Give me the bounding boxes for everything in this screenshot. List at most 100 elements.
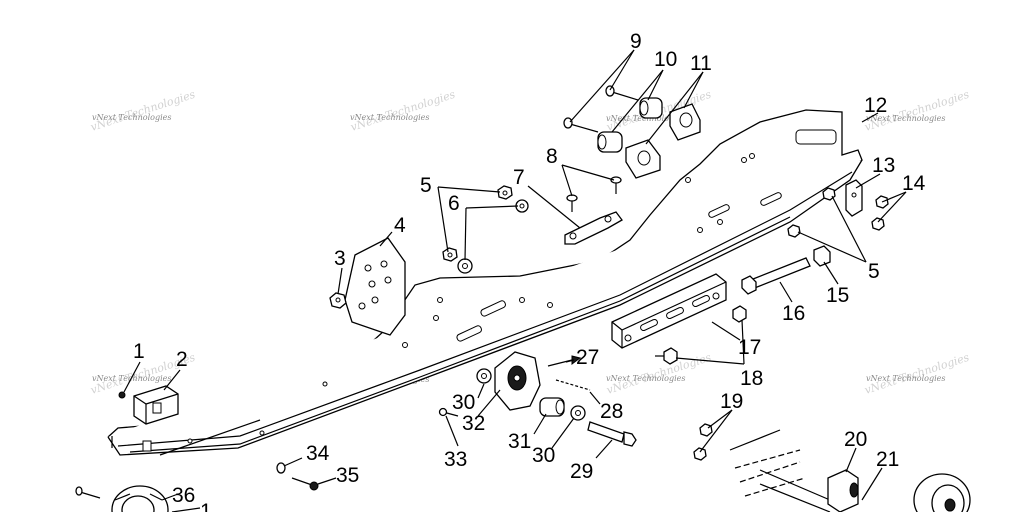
bearing-end (849, 482, 859, 498)
plate-hole (371, 296, 379, 304)
callout-9: 9 (630, 30, 642, 53)
callout-4: 4 (394, 214, 406, 237)
block-edge (621, 281, 727, 331)
clip-hole (851, 192, 857, 198)
leader-1 (123, 361, 141, 393)
rail-hole (433, 315, 439, 321)
part-1-screw (118, 391, 126, 399)
callout-labels: 9 10 11 12 13 14 8 7 5 6 4 3 5 15 16 17 … (133, 30, 926, 512)
leader-5 (797, 231, 867, 263)
rail-hole (187, 438, 193, 444)
block-outline (611, 273, 727, 349)
damper-bore (513, 374, 521, 382)
wheel-inner (121, 495, 155, 512)
rail-hole (741, 157, 747, 163)
leader-4 (379, 231, 393, 247)
leader-12 (861, 112, 879, 123)
nut-hole (447, 252, 453, 258)
leader-9 (609, 49, 635, 91)
bolt-shank (747, 257, 811, 290)
bolt-shank (611, 91, 639, 101)
wheel-rib (114, 493, 163, 501)
rail-window (795, 129, 837, 145)
callout-16: 16 (782, 302, 805, 325)
bolt-head (563, 117, 573, 129)
nut-hex (871, 217, 885, 231)
leader-11 (645, 71, 704, 145)
lower-shaft (729, 429, 831, 512)
callout-17: 17 (738, 336, 761, 359)
washer-hole (462, 263, 468, 269)
leader-30 (551, 417, 575, 449)
callout-31: 31 (508, 430, 531, 453)
leader-6 (464, 207, 467, 261)
end-block-edge (145, 393, 179, 405)
part-17-slider-block (611, 273, 727, 349)
callout-20: 20 (844, 428, 867, 451)
plate-hole (364, 264, 372, 272)
part-9-bolts (563, 85, 639, 133)
part-36-wheel (111, 485, 169, 512)
watermark-text: vNext Technologies (866, 114, 945, 123)
rail-slot (708, 204, 730, 218)
callout-27: 27 (576, 346, 599, 369)
leader-19 (699, 409, 733, 453)
part-6-washers (457, 199, 529, 274)
plate-hole (384, 276, 392, 284)
leader-17 (711, 321, 741, 341)
callout-30: 30 (452, 391, 475, 414)
part-30-washers (476, 368, 586, 421)
watermark-text: vNext Technologies (350, 113, 429, 122)
leader-5 (437, 186, 501, 193)
plate-outline (344, 237, 406, 336)
callout-12: 12 (864, 94, 887, 117)
leader-21 (861, 467, 883, 501)
rail-hole (402, 342, 408, 348)
leader-15 (823, 261, 839, 285)
part-31-spacer (539, 397, 565, 417)
block-slot (666, 306, 684, 320)
bearing-body (827, 469, 859, 512)
leader-32 (477, 389, 501, 417)
leader-10 (647, 69, 664, 101)
part-20-bearing (827, 469, 859, 512)
leader-6 (465, 205, 519, 209)
callout-10: 10 (654, 48, 677, 71)
clip-outline (845, 179, 863, 217)
leader-10 (611, 69, 664, 133)
bracket-hole (569, 232, 577, 240)
part-1-bolt-lower (75, 486, 101, 499)
callout-34: 34 (306, 442, 330, 465)
rail-groove (117, 171, 853, 447)
screw-head (118, 391, 126, 399)
watermark-text: vNext Technologies (606, 374, 685, 383)
watermark-text: vNext Technologies (866, 374, 945, 383)
rail-hole (547, 302, 553, 308)
part-5-nut-upper (442, 185, 513, 262)
rail-slot (456, 325, 482, 342)
callout-36: 36 (172, 484, 195, 507)
bolt-shank (291, 477, 313, 486)
shaft-line (744, 477, 806, 497)
leader-29 (595, 439, 613, 459)
part-19-nuts (693, 423, 713, 461)
part-10-spacers (597, 97, 663, 153)
washer-hole (575, 410, 581, 416)
part-3-nut (329, 292, 347, 309)
part-11-bushings (625, 103, 701, 179)
rail-hole (685, 177, 691, 183)
callout-6: 6 (448, 192, 460, 215)
bolt-head (623, 431, 637, 447)
spacer-end (597, 134, 607, 150)
watermark-text: vNext Technologies (92, 113, 171, 122)
part-21-wheel (913, 473, 971, 512)
spacer (813, 245, 831, 267)
wheel-hub (944, 498, 956, 512)
callout-14: 14 (902, 172, 926, 195)
part-33-screw (438, 407, 459, 417)
bushing-bore (679, 112, 693, 128)
callout-8: 8 (546, 145, 558, 168)
leader-34 (283, 457, 303, 467)
leader-33 (445, 415, 459, 447)
